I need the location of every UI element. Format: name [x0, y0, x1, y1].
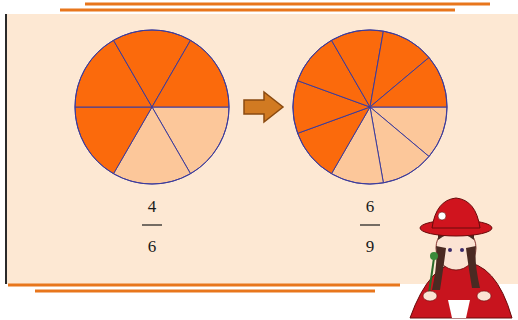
fraction-bar: [142, 224, 162, 225]
pie-sector: [75, 107, 152, 174]
slide-panel: [6, 14, 518, 284]
denominator: 6: [148, 237, 157, 257]
top-rule: [60, 9, 455, 12]
denominator: 9: [366, 237, 375, 257]
pie-charts: [75, 30, 447, 184]
fraction-bar: [360, 224, 380, 225]
pie-outline: [75, 30, 229, 184]
pie-sector: [152, 40, 229, 107]
pie-sector: [370, 58, 447, 107]
top-rule: [85, 3, 490, 6]
pie-outline: [293, 30, 447, 184]
bottom-rule: [35, 290, 375, 293]
panel-edge: [5, 14, 7, 284]
numerator: 4: [148, 197, 157, 217]
character-figure: [410, 198, 512, 318]
transform-arrow: [244, 92, 283, 122]
numerator: 6: [366, 197, 375, 217]
bottom-rule: [8, 284, 400, 287]
